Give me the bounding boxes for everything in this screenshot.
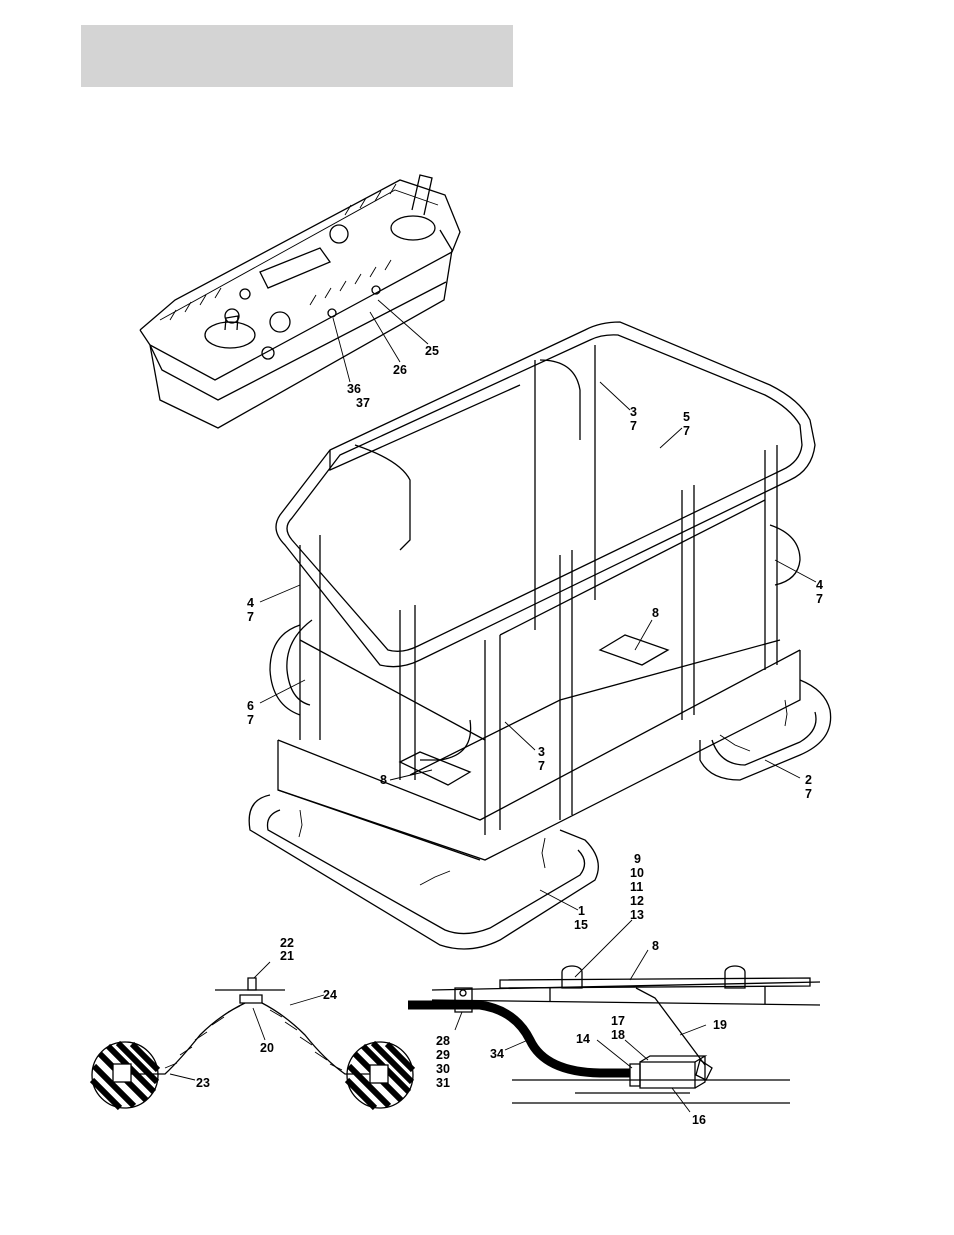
callout-24: 24 — [323, 988, 337, 1002]
callout-16: 16 — [692, 1113, 706, 1127]
callout-14: 14 — [576, 1032, 590, 1046]
callout-8-floor: 8 — [652, 606, 659, 620]
callout-36: 36 — [347, 382, 361, 396]
callout-7-top-a: 7 — [630, 419, 637, 433]
callout-11: 11 — [630, 880, 643, 894]
callout-15: 15 — [574, 918, 588, 932]
callout-7-front: 7 — [538, 759, 545, 773]
control-box — [140, 175, 460, 428]
callout-30: 30 — [436, 1062, 450, 1076]
callout-21: 21 — [280, 949, 294, 963]
callout-26: 26 — [393, 363, 407, 377]
callout-9: 9 — [634, 852, 641, 866]
callout-7-loop: 7 — [247, 713, 254, 727]
callout-13: 13 — [630, 908, 644, 922]
callout-7-bumper: 7 — [805, 787, 812, 801]
callout-5: 5 — [683, 410, 690, 424]
callout-28: 28 — [436, 1034, 450, 1048]
callout-6: 6 — [247, 699, 254, 713]
callout-31: 31 — [436, 1076, 450, 1090]
callout-7-top-b: 7 — [683, 424, 690, 438]
callout-20: 20 — [260, 1041, 274, 1055]
callout-7-right: 7 — [816, 592, 823, 606]
callout-4-right: 4 — [816, 578, 823, 592]
callout-25: 25 — [425, 344, 439, 358]
callout-4-left: 4 — [247, 596, 254, 610]
callout-18: 18 — [611, 1028, 625, 1042]
callout-29: 29 — [436, 1048, 450, 1062]
callout-17: 17 — [611, 1014, 625, 1028]
callout-10: 10 — [630, 866, 644, 880]
callout-12: 12 — [630, 894, 644, 908]
callout-1: 1 — [578, 904, 585, 918]
callout-7-left: 7 — [247, 610, 254, 624]
callout-37: 37 — [356, 396, 370, 410]
platform-cage — [249, 322, 830, 949]
callout-23: 23 — [196, 1076, 210, 1090]
chain-detail — [92, 978, 413, 1108]
callout-34: 34 — [490, 1047, 504, 1061]
callout-3-front: 3 — [538, 745, 545, 759]
callout-8-detail: 8 — [652, 939, 659, 953]
callout-2: 2 — [805, 773, 812, 787]
callout-3-top: 3 — [630, 405, 637, 419]
callout-22: 22 — [280, 936, 294, 950]
callout-19: 19 — [713, 1018, 727, 1032]
callout-8-front: 8 — [380, 773, 387, 787]
